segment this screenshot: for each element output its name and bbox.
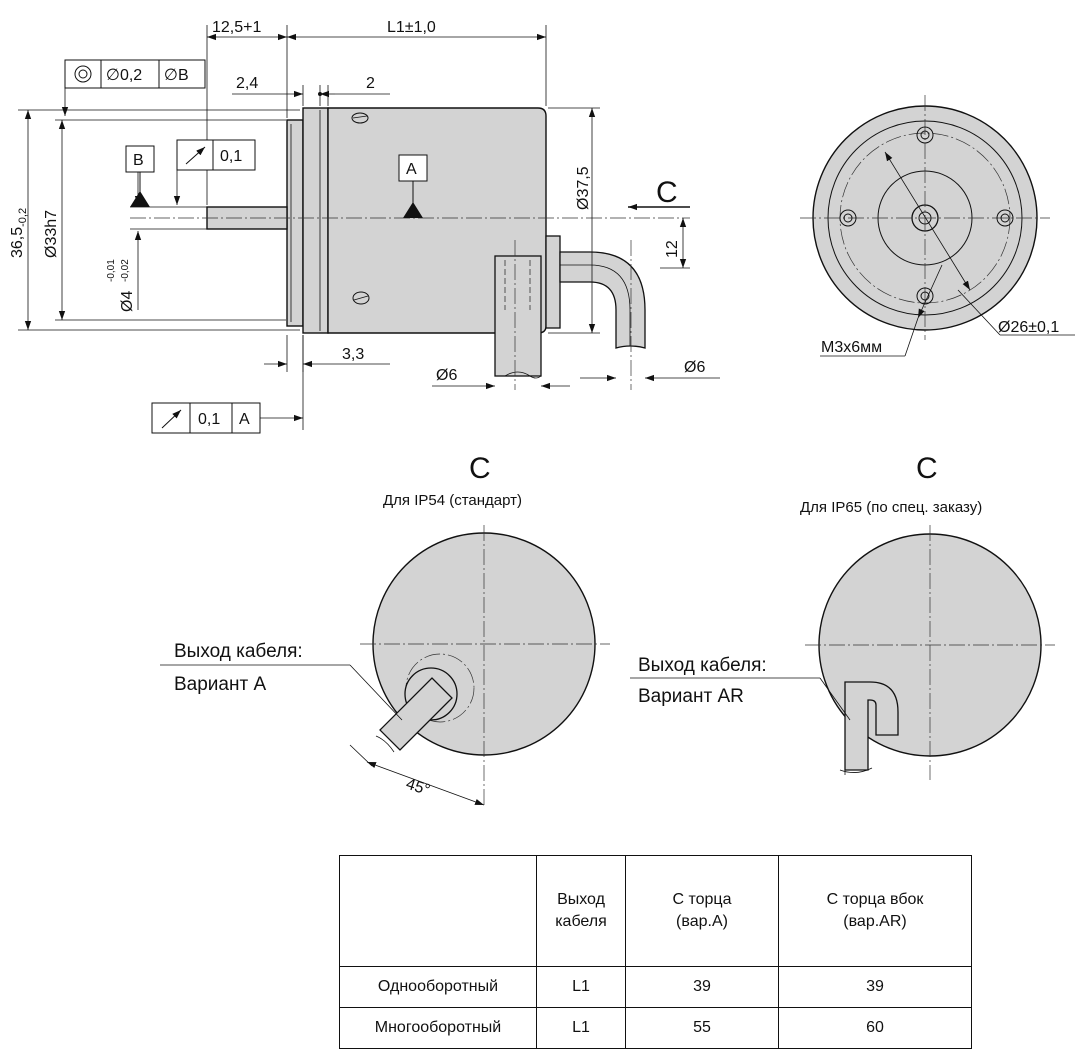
table-header-cell: С торца (вар.А) <box>625 855 779 967</box>
mount-hole-right <box>996 209 1014 227</box>
table-header-cell: Выход кабеля <box>536 855 626 967</box>
dim-12: 12 <box>664 240 681 258</box>
view-ip65: C Для IP65 (по спец. заказу) Выход кабел… <box>630 452 1055 780</box>
runout-face-datum: A <box>239 411 250 428</box>
dim-d4-tol-bot: -0,02 <box>120 259 131 282</box>
dim-m3: М3х6мм <box>821 339 882 356</box>
datum-a-label: A <box>406 161 417 178</box>
dim-2-4: 2,4 <box>236 75 258 92</box>
runout-shaft-value: 0,1 <box>220 148 242 165</box>
datum-b: B <box>125 145 155 207</box>
runout-face-value: 0,1 <box>198 411 220 428</box>
view-ip54-caption: Для IP54 (стандарт) <box>383 492 522 509</box>
dim-angle-45: 45° <box>404 776 432 800</box>
dim-shaft-length: 12,5+1 <box>212 19 261 36</box>
dim-body-length: L1±1,0 <box>387 19 436 36</box>
cable-gland <box>545 235 561 329</box>
table-header-cell: С торца вбок (вар.AR) <box>778 855 972 967</box>
table-cell: L1 <box>536 966 626 1008</box>
conc-datum: ∅B <box>164 67 189 84</box>
table-cell: 60 <box>778 1007 972 1049</box>
view-ip65-letter: C <box>916 452 938 485</box>
conc-value: ∅0,2 <box>106 67 142 84</box>
dim-d6-sleeve: Ø6 <box>436 367 457 384</box>
mount-hole-top <box>916 126 934 144</box>
view-ip65-cable-line2: Вариант AR <box>638 686 744 707</box>
dim-3-3: 3,3 <box>342 346 364 363</box>
table-row: Однооборотный L1 39 39 <box>339 966 972 1008</box>
table-cell: 39 <box>778 966 972 1008</box>
table-header-cell <box>339 855 537 967</box>
bent-cable <box>559 251 646 349</box>
dim-d26: Ø26±0,1 <box>998 319 1059 336</box>
side-view <box>130 107 690 390</box>
dim-36-5: 36,5 <box>9 227 26 258</box>
dim-36-5-tol: -0,2 <box>17 208 29 227</box>
table-cell: 55 <box>625 1007 779 1049</box>
dim-d4: Ø4 <box>119 291 136 312</box>
view-ip54-cable-line1: Выход кабеля: <box>174 641 303 662</box>
front-view: Ø26±0,1 М3х6мм <box>800 95 1075 357</box>
concentricity-icon <box>74 65 92 83</box>
flange-plate <box>286 119 304 327</box>
tolerance-frame-runout-shaft: 0,1 <box>173 139 256 205</box>
datum-a: A <box>398 154 428 218</box>
dim-d4-tol-top: -0,01 <box>106 259 117 282</box>
mount-hole-left <box>839 209 857 227</box>
header-line: Выход <box>557 891 605 908</box>
view-ip65-cable-line1: Выход кабеля: <box>638 655 767 676</box>
view-c-marker: C <box>656 176 678 209</box>
dim-d37-5: Ø37,5 <box>575 166 592 210</box>
table-cell: 39 <box>625 966 779 1008</box>
cable-variant-ar <box>844 681 899 771</box>
dim-d33h7: Ø33h7 <box>43 210 60 258</box>
cable-sleeve <box>494 255 542 377</box>
dim-2: 2 <box>366 75 375 92</box>
dim-d6-cable: Ø6 <box>684 359 705 376</box>
tolerance-frame-concentricity: ∅0,2 ∅B <box>61 59 206 116</box>
header-line: С торца вбок <box>826 891 924 908</box>
cable-variant-a <box>379 677 453 751</box>
view-ip54-cable-line2: Вариант А <box>174 674 266 695</box>
spec-table: Выход кабеля С торца (вар.А) С торца вбо… <box>339 855 972 1049</box>
screw-top <box>351 112 369 124</box>
view-ip54-letter: C <box>469 452 491 485</box>
svg-text:36,5-0,2: 36,5-0,2 <box>9 208 29 258</box>
datum-b-label: B <box>133 152 144 169</box>
header-line: С торца <box>672 891 732 908</box>
runout-arrow-icon <box>185 146 206 165</box>
table-cell: L1 <box>536 1007 626 1049</box>
view-ip54: C Для IP54 (стандарт) Выход кабеля: Вари… <box>160 452 610 806</box>
table-row: Многооборотный L1 55 60 <box>339 1007 972 1049</box>
side-dimensions: 12,5+1 L1±1,0 2,4 2 36,5-0,2 Ø33h7 Ø4 -0… <box>9 19 720 390</box>
header-line: (вар.AR) <box>843 913 907 930</box>
header-line: (вар.А) <box>676 913 728 930</box>
flange-collar <box>302 107 329 334</box>
tolerance-frame-runout-face: 0,1 A <box>151 335 304 434</box>
table-cell: Многооборотный <box>339 1007 537 1049</box>
table-cell: Однооборотный <box>339 966 537 1008</box>
view-ip65-caption: Для IP65 (по спец. заказу) <box>800 499 982 516</box>
table-header-row: Выход кабеля С торца (вар.А) С торца вбо… <box>339 855 972 967</box>
runout-arrow-icon <box>161 409 182 429</box>
header-line: кабеля <box>555 913 607 930</box>
